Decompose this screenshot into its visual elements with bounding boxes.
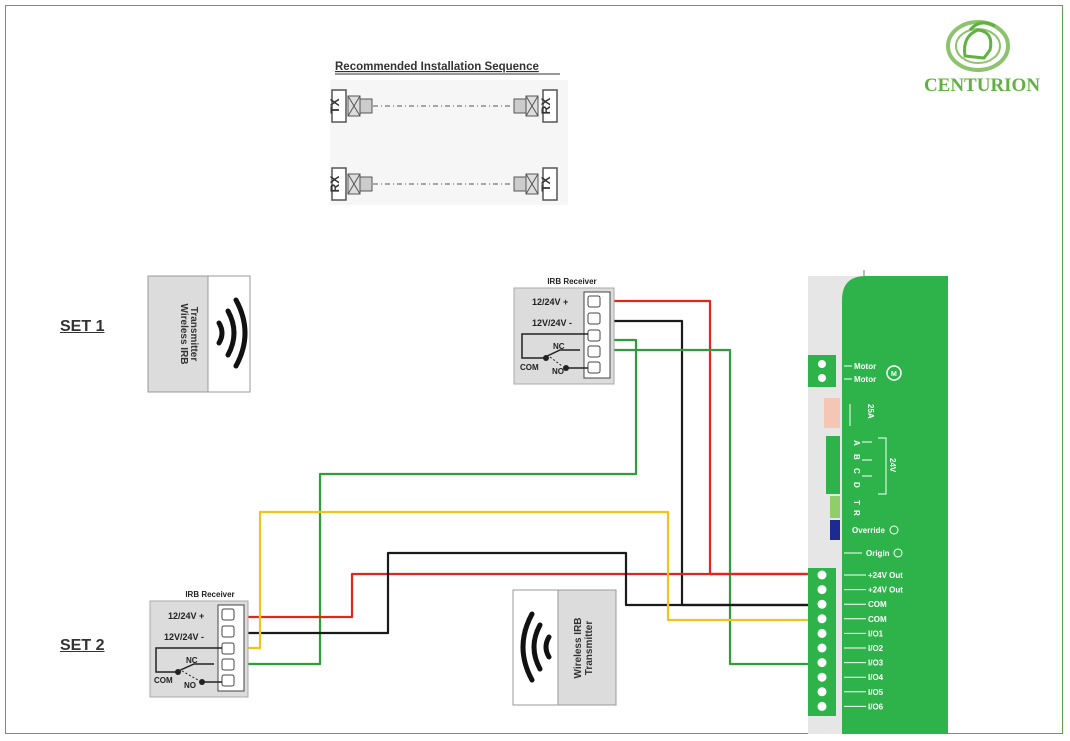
centurion-logo: CENTURION [924,20,1040,96]
terminal-screw [817,570,827,580]
terminal-screw [817,672,827,682]
terminal-screw [817,614,827,624]
terminal-label: I/O4 [868,673,884,682]
terminal-c: C [852,468,861,474]
terminal-r: R [852,510,861,516]
installation-sequence: Recommended Installation Sequence TX RX … [328,61,568,205]
terminal-screw [817,599,827,609]
transmitter-set2: Wireless IRB Transmitter [512,589,617,706]
sequence-row-2: RX TX [328,167,558,201]
terminal-b: B [852,454,861,460]
svg-text:M: M [891,371,897,378]
terminal-screw [817,658,827,668]
sequence-title: Recommended Installation Sequence [335,61,539,73]
controller-board: Motor Motor M 25A A B C D 24V T R Overri… [808,270,948,734]
brand-name: CENTURION [924,75,1040,96]
terminal-t: T [852,500,861,505]
motor-label-2: Motor [854,375,876,384]
set1-label: SET 1 [60,318,105,335]
receiver1-pos: 12/24V + [532,297,568,307]
terminal-label: COM [868,615,887,624]
terminal-label: I/O5 [868,688,884,697]
receiver1-com: COM [520,363,539,372]
receiver2-nc: NC [186,656,198,665]
receiver2-neg: 12V/24V - [164,632,204,642]
terminal-a: A [852,440,861,446]
receiver1-nc: NC [553,342,565,351]
receiver2-com: COM [154,676,173,685]
motor-label-1: Motor [854,362,876,371]
page-border [5,5,1063,734]
terminal-label: I/O6 [868,702,884,711]
transmitter-set1: Wireless IRB Transmitter [147,275,251,393]
receiver2-title: IRB Receiver [185,590,234,599]
wireless-signal-icon [520,611,552,683]
receiver2-no: NO [184,681,196,690]
receiver1-title: IRB Receiver [547,277,596,286]
terminal-label: +24V Out [868,586,903,595]
terminal-screw [817,687,827,697]
motor-icon [886,365,902,381]
terminal-screw [817,701,827,711]
terminal-label: I/O3 [868,659,884,668]
set2-label: SET 2 [60,637,105,654]
terminal-label: COM [868,600,887,609]
seq-row2-left-label: RX [328,176,342,193]
origin-icon [893,548,903,558]
terminal-label: I/O2 [868,644,884,653]
terminal-d: D [852,482,861,488]
receiver-set1: IRB Receiver 12/24V + 12V/24V - NC COM N… [513,277,615,385]
wires [248,299,808,666]
receiver2-pos: 12/24V + [168,611,204,621]
terminal-label: +24V Out [868,571,903,580]
transmitter1-line2: Transmitter [188,307,199,362]
origin-label: Origin [866,549,890,558]
fuse-label: 25A [866,404,875,419]
voltage-label: 24V [888,458,897,473]
override-label: Override [852,526,885,535]
terminal-screw [817,585,827,595]
override-icon [889,525,899,535]
wireless-signal-icon [216,297,248,369]
transmitter2-line1: Wireless IRB [573,617,584,678]
transmitter1-line1: Wireless IRB [178,303,189,364]
receiver1-no: NO [552,367,564,376]
receiver-set2: IRB Receiver 12/24V + 12V/24V - NC COM N… [149,590,249,698]
transmitter2-line2: Transmitter [584,621,595,676]
terminal-label: I/O1 [868,629,884,638]
receiver1-neg: 12V/24V - [532,318,572,328]
terminal-screw [817,628,827,638]
sequence-row-1: TX RX [328,89,558,123]
terminal-screw [817,643,827,653]
seq-row2-right-label: TX [539,176,553,191]
seq-row1-left-label: TX [328,98,342,113]
seq-row1-right-label: RX [539,98,553,115]
